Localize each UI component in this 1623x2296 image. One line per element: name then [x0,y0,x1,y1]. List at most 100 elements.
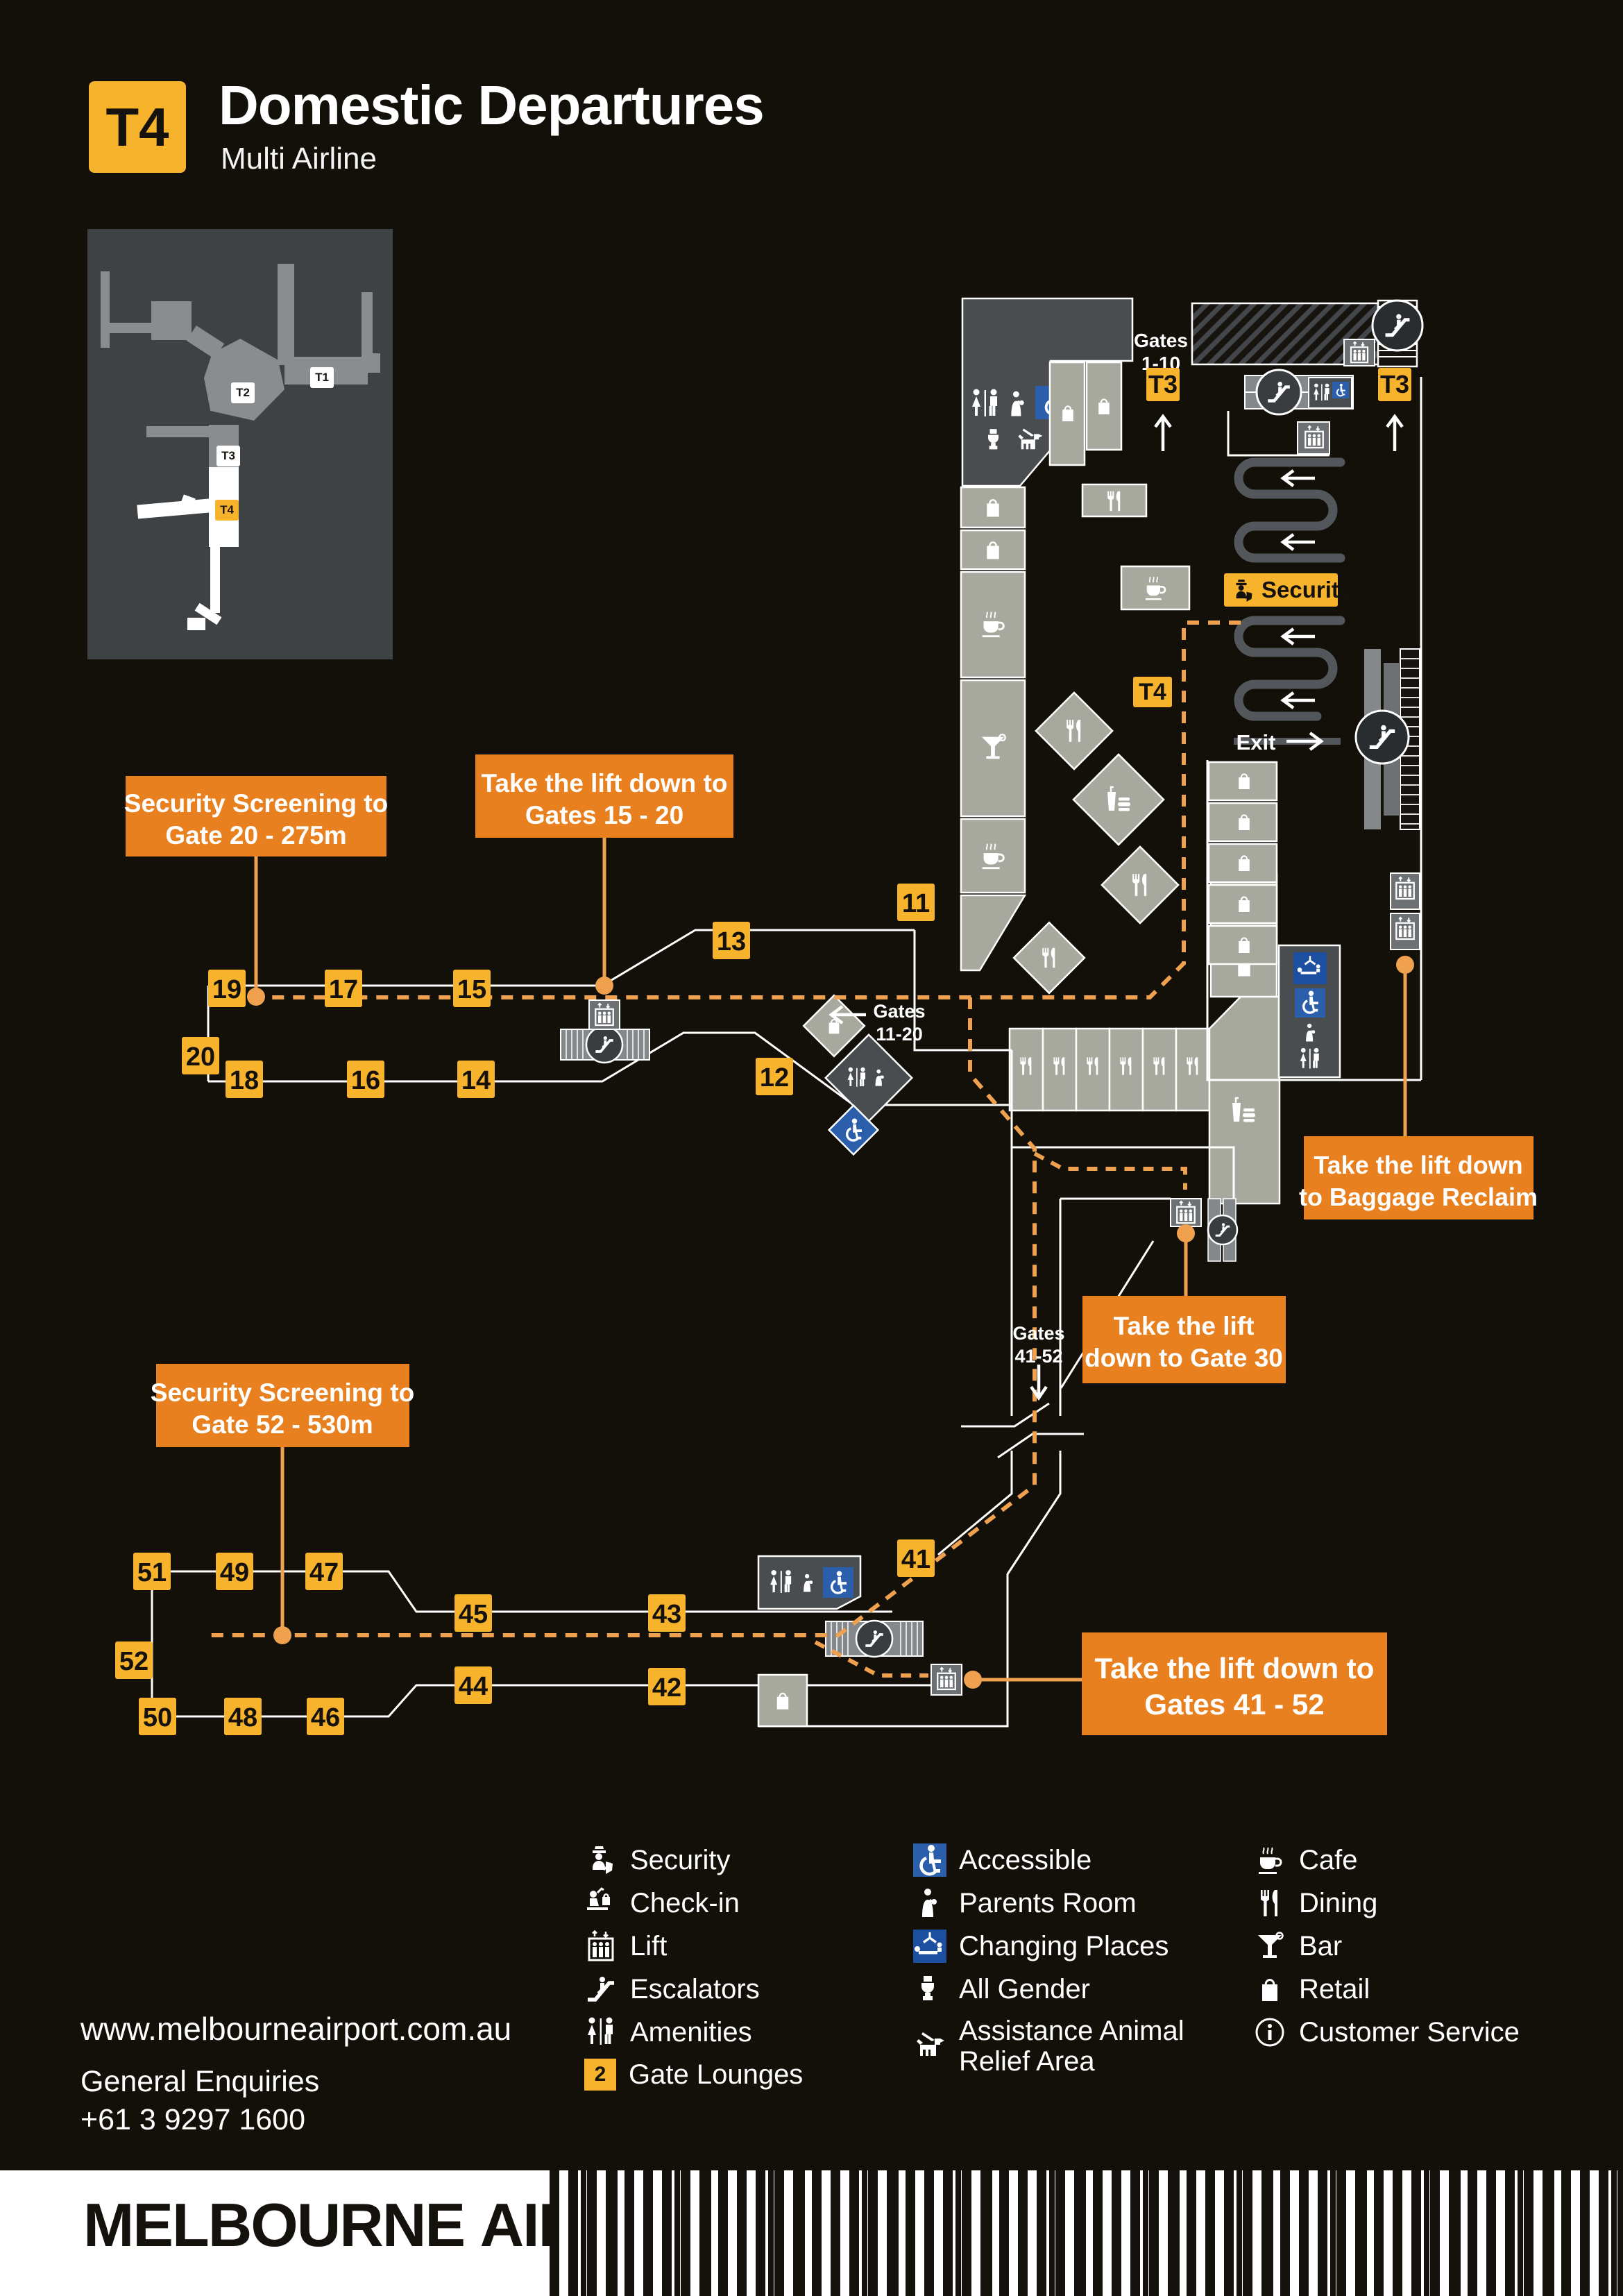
t3-badge: T3 [1148,370,1178,398]
minimap-t3-badge: T3 [216,446,240,466]
minimap-t1-badge: T1 [310,367,334,388]
gate-badge-50 [139,1698,176,1735]
gate-number: 11 [902,889,930,918]
gate-lounges-badge: 2 [584,2059,616,2091]
gate-badge-51 [133,1553,171,1590]
page-title: Domestic Departures [219,74,765,136]
vertical-circulation-top [1191,299,1424,455]
svg-text:11-20: 11-20 [876,1024,923,1045]
gate-number: 52 [119,1647,148,1676]
gate-number: 43 [652,1600,681,1629]
callout-security-gate52: Security Screening to Gate 52 - 530m [151,1364,414,1447]
t4-badge: T4 [1139,679,1166,705]
gate-number: 44 [459,1672,488,1701]
svg-text:Gate 20 - 275m: Gate 20 - 275m [165,821,346,850]
t3-badge: T3 [1380,370,1409,398]
legend-label: Retail [1299,1973,1370,2004]
svg-text:41-52: 41-52 [1014,1346,1062,1367]
gates-41-52-amenities [757,1555,962,1728]
exit-label: Exit [1237,730,1276,754]
wayfinding-paths [210,621,1407,1682]
terminal-badge: T4 [89,81,186,173]
gate-badge-44 [454,1666,492,1704]
legend-label: Amenities [630,2016,752,2048]
minimap-shape [362,292,373,359]
queue-direction-arrows [1280,469,1315,709]
gate-number: 14 [461,1066,491,1095]
gate-30-junction [1170,1198,1239,1262]
terminal-badges: T3 T3 T4 [1133,368,1411,707]
svg-text:to Baggage Reclaim: to Baggage Reclaim [1299,1183,1538,1211]
legend-label: Escalators [630,1973,760,2004]
legend-label: Dining [1299,1887,1378,1918]
gate-badge-47 [305,1553,343,1590]
gate-number: 50 [143,1703,172,1732]
svg-text:Take the lift down to: Take the lift down to [482,769,728,797]
phone-number: +61 3 9297 1600 [80,2103,306,2136]
gate-number: 46 [311,1703,340,1732]
gate-badge-18 [226,1061,263,1098]
website-url: www.melbourneairport.com.au [80,2011,512,2047]
minimap-t4-highlight [210,546,220,613]
legend-label: Lift [630,1930,668,1961]
gate-number: 49 [220,1558,249,1587]
gates-41-52-label: Gates [1012,1323,1064,1344]
gate-badge-17 [325,970,362,1007]
gate-number: 42 [652,1673,681,1703]
callout-stems [254,838,1407,1682]
callout-lift-gate30: Take the lift down to Gate 30 [1082,1296,1286,1383]
gate-number: 16 [351,1066,380,1095]
gate-number: 19 [212,975,241,1004]
callout-security-gate20: Security Screening to Gate 20 - 275m [124,776,388,856]
gate-badge-14 [457,1061,495,1098]
svg-text:Gates 15 - 20: Gates 15 - 20 [525,801,683,829]
gate-number: 20 [186,1043,215,1072]
minimap-t2-badge: T2 [231,382,255,403]
minimap-shape [104,323,162,333]
gate-number: 13 [717,927,746,956]
gate-badge-46 [307,1698,344,1735]
barcode-stripes [550,2170,1623,2296]
toilets-icon [1314,383,1329,401]
toilets-icon [1300,1047,1319,1069]
direction-arrows [829,414,1404,1401]
gate-badge-52 [115,1641,153,1679]
minimap-shape [368,353,380,373]
gate-number: 12 [760,1063,789,1092]
svg-text:Gate 52 - 530m: Gate 52 - 530m [192,1410,373,1439]
gate-badge-48 [224,1698,262,1735]
legend-label: Accessible [959,1844,1092,1875]
gates-1-10-label: Gates [1134,330,1188,351]
svg-text:down to Gate 30: down to Gate 30 [1085,1344,1283,1372]
retail-column-lower [1207,761,1341,1079]
svg-text:Take the lift: Take the lift [1114,1312,1255,1340]
retail-column [960,486,1027,972]
gate-badge-43 [648,1594,686,1632]
svg-text:Security Screening to: Security Screening to [151,1378,414,1407]
security-badge: Security [1224,573,1352,607]
callout-lift-baggage-reclaim: Take the lift down to Baggage Reclaim [1299,1136,1538,1219]
minimap-t4-highlight [187,618,205,630]
amenities-diamonds [802,994,913,1156]
amenities-block-gates-1-10 [961,297,1134,487]
gate-badge-13 [713,922,750,959]
gate-number: 48 [228,1703,257,1732]
gate-number: 41 [901,1545,931,1574]
legend-label: Changing Places [959,1930,1169,1961]
wayfinding-dots [247,956,1414,1689]
gate-badge-20 [182,1037,219,1074]
gate-number: 45 [459,1600,488,1629]
gate-number: 17 [329,975,358,1004]
gate-number: 47 [309,1558,339,1587]
legend-label: Parents Room [959,1887,1137,1918]
gate-badge-11 [897,884,935,921]
gate-badge-45 [454,1594,492,1632]
security-label: Security [1261,577,1352,602]
callout-lift-gates41-52: Take the lift down to Gates 41 - 52 [1082,1632,1387,1735]
legend-label: All Gender [959,1973,1090,2004]
callout-lift-gates15-20: Take the lift down to Gates 15 - 20 [475,754,733,838]
legend-label: Security [630,1844,731,1875]
svg-text:Security Screening to: Security Screening to [124,789,388,818]
